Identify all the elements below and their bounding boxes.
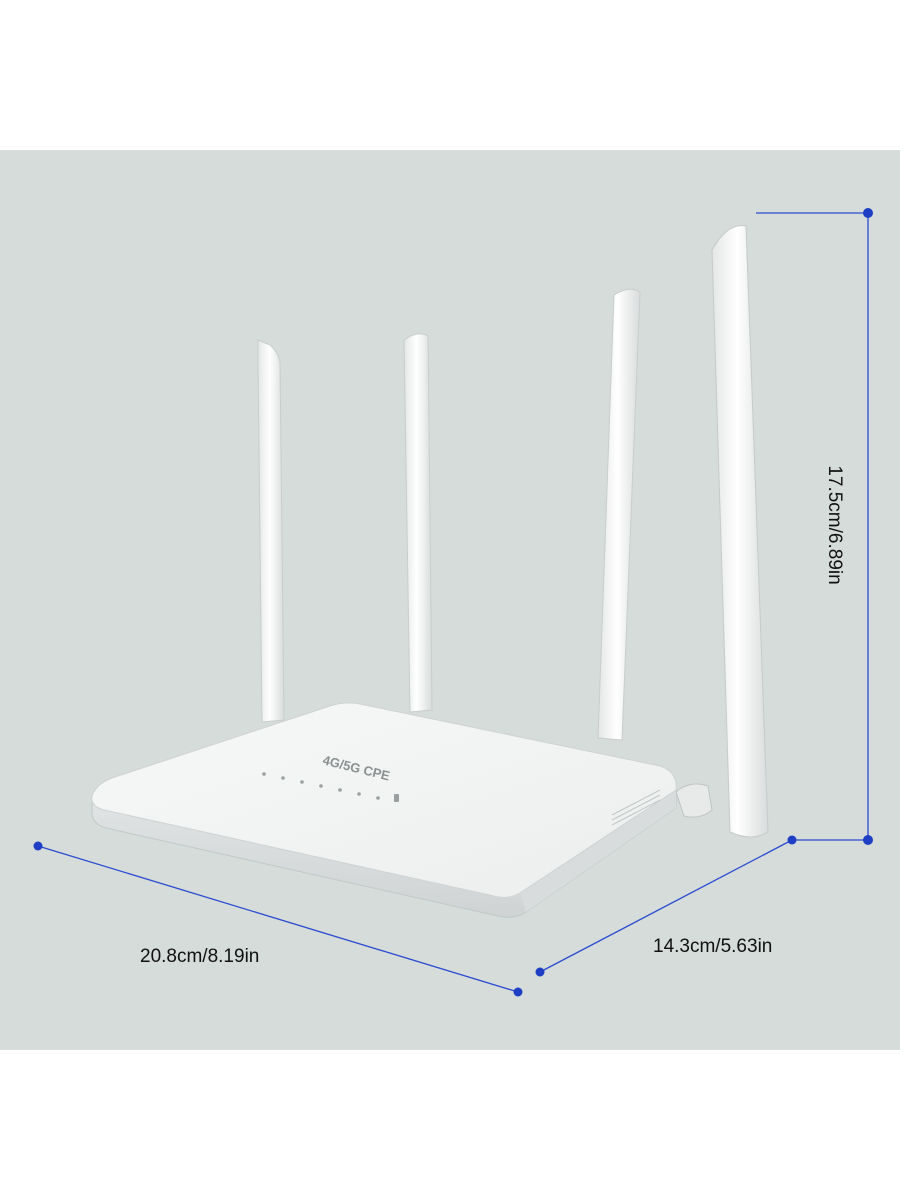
dimension-endpoints bbox=[33, 208, 873, 997]
antenna-4 bbox=[675, 225, 769, 838]
antenna-3 bbox=[597, 288, 641, 741]
height-dimension-label: 17.5cm/6.89in bbox=[824, 465, 845, 585]
width-dimension-label: 20.8cm/8.19in bbox=[140, 946, 260, 967]
depth-dimension-label: 14.3cm/5.63in bbox=[653, 936, 773, 957]
led-indicators bbox=[262, 772, 399, 802]
dimension-lines bbox=[37, 212, 869, 993]
antenna-1 bbox=[257, 339, 285, 723]
router-body: 4G/5G CPE bbox=[91, 702, 677, 918]
antenna-2 bbox=[403, 333, 433, 713]
